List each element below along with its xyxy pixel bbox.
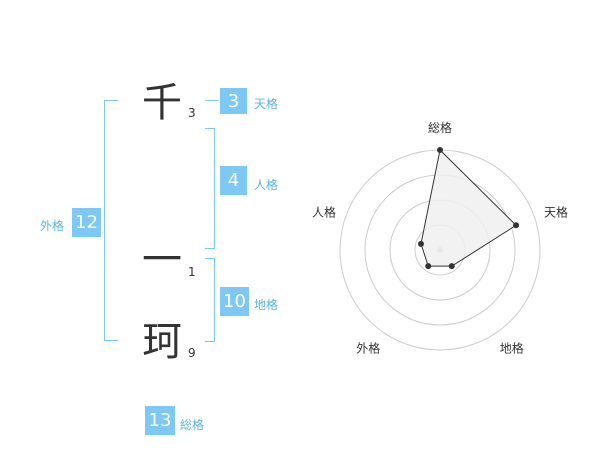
jinkaku-badge: 4	[220, 166, 247, 195]
tenkaku-badge: 3	[220, 88, 247, 114]
name-char-3: 珂	[142, 319, 182, 365]
radar-point-5	[417, 240, 424, 247]
name-char-2: 一	[142, 237, 182, 283]
name-char-1: 千	[142, 80, 182, 126]
gaikaku-bracket	[104, 100, 118, 341]
radar-point-1	[437, 147, 443, 153]
tenkaku-label: 天格	[254, 97, 279, 111]
stroke-count-1: 3	[188, 106, 196, 120]
jinkaku-label: 人格	[254, 178, 279, 192]
chikaku-bracket	[205, 258, 215, 342]
radar-axis-label-4: 外格	[356, 341, 380, 356]
radar-point-3	[448, 263, 455, 270]
stroke-count-2: 1	[188, 265, 196, 279]
radar-point-2	[513, 222, 520, 229]
soukaku-label: 総格	[180, 418, 205, 432]
radar-axis-label-1: 総格	[428, 120, 452, 135]
stroke-count-3: 9	[188, 346, 196, 360]
gaikaku-badge: 12	[72, 208, 101, 237]
soukaku-badge: 13	[145, 406, 175, 435]
chikaku-badge: 10	[220, 287, 249, 316]
radar-data-polygon	[420, 148, 517, 267]
radar-axis-label-3: 地格	[500, 341, 524, 356]
radar-axis-label-5: 人格	[312, 204, 336, 219]
jinkaku-bracket	[205, 128, 215, 249]
gaikaku-label: 外格	[40, 219, 65, 233]
tenkaku-bracket-line	[205, 100, 219, 101]
chikaku-label: 地格	[254, 298, 279, 312]
radar-axis-label-2: 天格	[544, 204, 568, 219]
radar-point-4	[425, 263, 432, 270]
